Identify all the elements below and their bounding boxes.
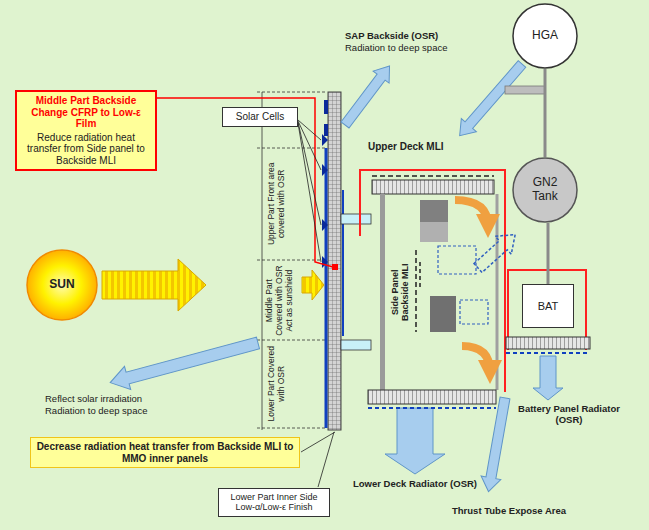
bracket: [341, 214, 371, 224]
node-text: Middle Part Backside Change CFRP to Low-…: [22, 95, 150, 130]
mounting-line: [547, 223, 550, 284]
part-label: Middle Part Covered with OSR Act as suns…: [265, 262, 294, 338]
part-label: Lower Part Covered with OSR: [267, 344, 287, 424]
note-box: Middle Part Backside Change CFRP to Low-…: [15, 90, 157, 171]
solar-cell-symbol: [322, 100, 328, 268]
sun-circle: SUN: [26, 249, 98, 321]
surface-label: SAP Backside (OSR): [345, 31, 465, 42]
node-text: Lower Part Inner Side Low-α/Low-ε Finish: [224, 492, 324, 513]
solar-flux-arrow: [102, 259, 206, 311]
callout-box: Lower Part Inner Side Low-α/Low-ε Finish: [218, 488, 330, 517]
solar-flux-arrow: [302, 270, 324, 300]
node-text: SUN: [49, 278, 74, 292]
node-text: HGA: [532, 29, 558, 43]
node-text: BAT: [538, 300, 559, 313]
node-text: Reduce radiation heat transfer from Side…: [22, 132, 150, 167]
radiator-label: Battery Panel Radiator (OSR): [512, 404, 626, 426]
radiator-label: Lower Deck Radiator (OSR): [340, 479, 490, 490]
node-text: Decrease radiation heat transfer from Ba…: [36, 441, 294, 464]
battery-box: BAT: [522, 284, 574, 328]
spacecraft-body: [360, 86, 545, 408]
surface-label: Upper Deck MLI: [368, 141, 458, 153]
note-box: Decrease radiation heat transfer from Ba…: [30, 437, 300, 468]
part-label: Upper Part Front area covered with OSR: [267, 154, 287, 254]
leader-line: [157, 98, 333, 267]
solar-array-panel: [328, 92, 341, 430]
radiation-arrow: [107, 57, 563, 493]
osr-strip: [342, 190, 344, 336]
antenna-circle: HGA: [512, 3, 578, 69]
mounting-line: [544, 69, 547, 157]
leader-line: [298, 120, 335, 487]
note-label: Radiation to deep space: [345, 43, 465, 54]
node-text: Solar Cells: [236, 111, 284, 123]
node-text: GN2 Tank: [525, 176, 565, 204]
osr-strip: [325, 148, 328, 428]
surface-label: Side Panel Backside MLI: [390, 252, 411, 332]
note-label: Radiation to deep space: [45, 406, 205, 417]
bracket: [341, 340, 371, 350]
callout-box: Solar Cells: [222, 107, 298, 127]
area-label: Thrust Tube Expose Area: [452, 506, 592, 517]
tank-circle: GN2 Tank: [512, 157, 578, 223]
note-label: Reflect solar irradiation: [45, 394, 205, 405]
callout-dot: [332, 264, 338, 270]
